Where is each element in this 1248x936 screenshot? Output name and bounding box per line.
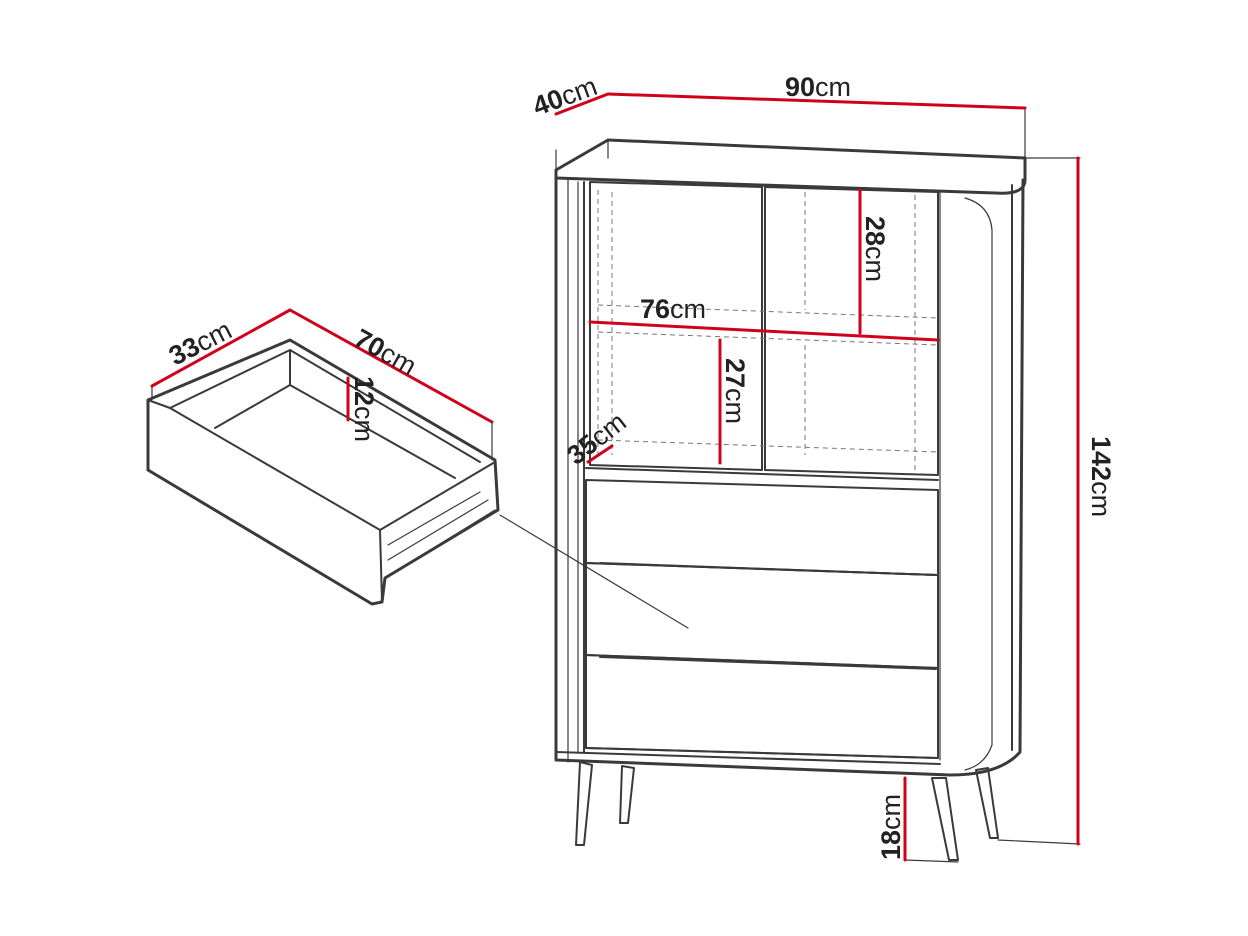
label-drawer-depth: 33cm bbox=[164, 315, 236, 372]
dim-line-inner-width bbox=[588, 320, 940, 342]
label-shelf-depth: 35cm bbox=[561, 406, 632, 470]
leg-front-left bbox=[575, 761, 593, 846]
label-leg-height: 18cm bbox=[876, 794, 906, 860]
dim-line-depth bbox=[554, 92, 610, 116]
leg-front-right bbox=[931, 777, 959, 861]
drawer-detail-drawing bbox=[146, 338, 689, 629]
label-width: 90cm bbox=[785, 72, 851, 102]
dim-line-shelf-depth bbox=[586, 444, 614, 464]
glass-door-right bbox=[764, 186, 939, 476]
leg-back-right bbox=[975, 767, 999, 839]
leg-back-left bbox=[619, 765, 635, 824]
label-depth: 40cm bbox=[529, 71, 601, 122]
label-height: 142cm bbox=[1086, 436, 1116, 517]
dimension-lines bbox=[150, 92, 1080, 862]
drawer-front-2 bbox=[585, 562, 939, 669]
glass-door-left bbox=[589, 181, 763, 471]
label-drawer-height: 12cm bbox=[349, 376, 379, 442]
dim-line-drawer-depth bbox=[150, 308, 292, 388]
drawer-front-3 bbox=[585, 654, 939, 759]
label-compartment: 27cm bbox=[720, 358, 750, 424]
drawer-leader-line bbox=[499, 514, 689, 629]
label-drawer-width: 70cm bbox=[349, 323, 421, 381]
cabinet-body bbox=[554, 170, 1025, 777]
dim-line-drawer-width bbox=[288, 308, 494, 424]
drawer-front-1 bbox=[585, 479, 939, 576]
cabinet-top bbox=[554, 138, 1027, 195]
dim-line-width bbox=[606, 92, 1027, 110]
cabinet-drawing bbox=[554, 109, 1081, 863]
label-shelf-height: 28cm bbox=[860, 216, 890, 282]
label-inner-width: 76cm bbox=[640, 294, 706, 324]
